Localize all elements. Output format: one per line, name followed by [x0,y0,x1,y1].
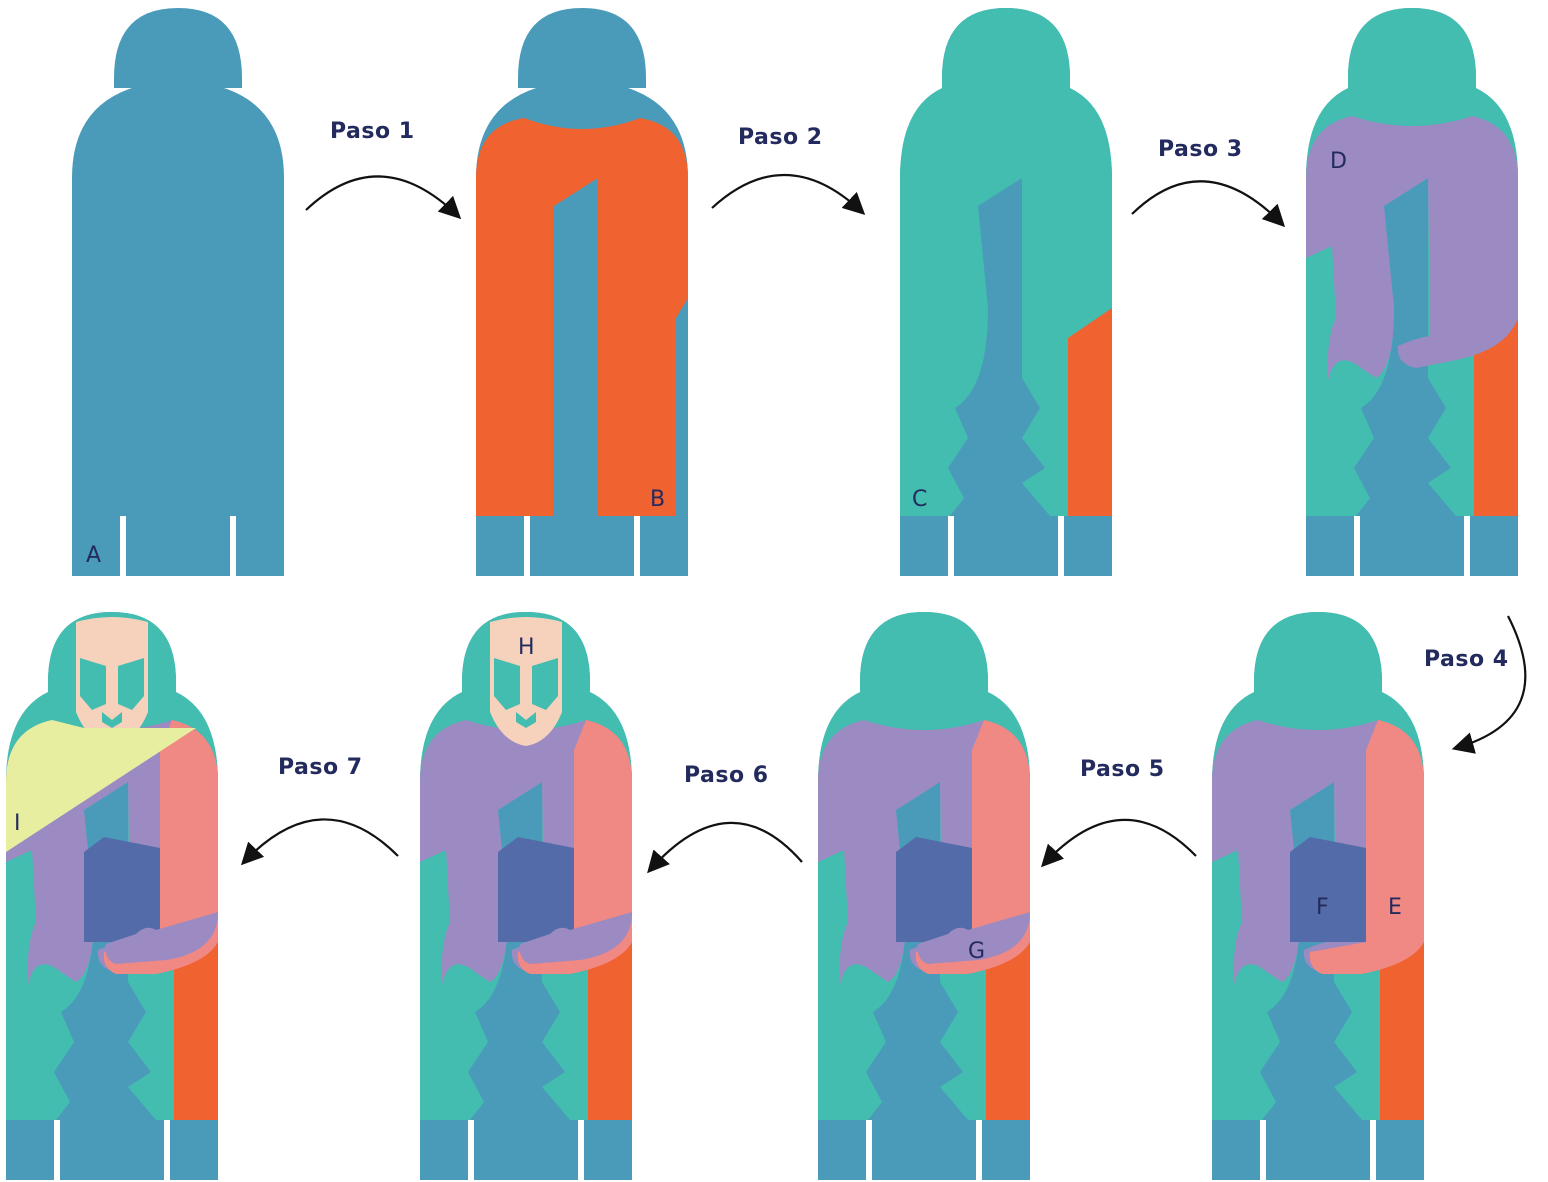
figure-step-0 [72,8,284,576]
figure-step-7 [6,612,218,1180]
step-label-3: Paso 3 [1158,137,1243,162]
step-label-1: Paso 1 [330,119,415,144]
step-label-5: Paso 5 [1080,757,1165,782]
piece-label-a: A [86,543,101,568]
step-label-6: Paso 6 [684,763,769,788]
arrow-step-3 [1132,181,1282,224]
step-label-4: Paso 4 [1424,647,1509,672]
piece-label-i: I [14,811,21,836]
figure-step-6 [420,612,632,1180]
arrow-step-5 [1044,820,1196,864]
piece-label-e: E [1388,895,1402,920]
figure-step-5 [818,612,1030,1180]
piece-label-f: F [1316,895,1329,920]
arrow-step-6 [650,823,802,870]
arrow-step-2 [712,175,862,212]
arrow-step-7 [244,819,398,862]
arrow-step-1 [306,176,458,216]
piece-label-g: G [968,939,985,964]
figure-step-3 [1306,8,1518,576]
figure-step-2 [900,8,1112,576]
piece-label-d: D [1330,149,1347,174]
step-label-2: Paso 2 [738,125,823,150]
piece-label-h: H [518,635,535,660]
arrow-step-4 [1456,616,1525,748]
step-label-7: Paso 7 [278,755,363,780]
piece-label-c: C [912,487,927,512]
piece-label-b: B [650,487,665,512]
